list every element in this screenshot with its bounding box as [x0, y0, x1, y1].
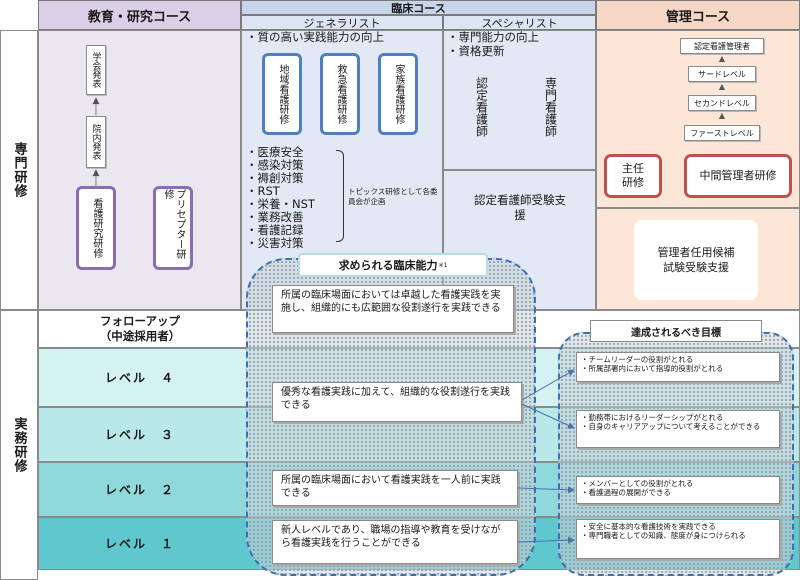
research-training-box: 看護研究研修 [76, 186, 116, 270]
certified-exam-support: 認定看護師受験支援 [474, 193, 566, 222]
certified-nurse-label: 認定看護師 [474, 77, 489, 137]
goal-level-4: ・チームリーダーの役割がとれる ・所属部署内において指導的役割がとれる [576, 352, 780, 382]
goals-title-box: 達成されるべき目標 [590, 320, 762, 342]
ladder-second-level: セカンドレベル [688, 95, 756, 111]
middle-manager-training-box: 中間管理者研修 [684, 154, 792, 198]
family-nursing-training-box: 家族看護研修 [378, 53, 418, 135]
goal-level-1: ・安全に基本的な看護技術を実践できる ・専門職者としての知識、態度が身につけられ… [576, 519, 780, 559]
chief-training-box: 主任研修 [604, 154, 662, 198]
topic-item: ・褥創対策 [246, 171, 304, 185]
followup-label: フォローアップ （中途採用者） [99, 314, 181, 343]
topic-item: ・業務改善 [246, 210, 304, 224]
topic-item: ・栄養・NST [246, 197, 315, 211]
topic-item: ・医療安全 [246, 145, 304, 159]
generalist-goal: ・質の高い実践能力の向上 [246, 30, 384, 44]
header-specialist: スペシャリスト [443, 15, 596, 30]
competence-title-box: 求められる臨床能力※1 [298, 253, 488, 277]
preceptor-training-box: プリセプター研修 [153, 186, 193, 270]
header-generalist: ジェネラリスト [241, 15, 443, 30]
emergency-nursing-training-box: 救急看護研修 [320, 53, 360, 135]
specialist-area [443, 30, 596, 170]
arrow-l1-to-goal1 [517, 536, 575, 544]
ladder-first-level: ファーストレベル [684, 125, 760, 141]
specialist-goal-2: ・資格更新 [447, 44, 505, 58]
topic-item: ・看護記録 [246, 223, 304, 237]
arrow-l3-to-goal3 [521, 403, 575, 429]
competence-level-2: 所属の臨床場面において看護実践を一人前に実践できる [272, 470, 518, 506]
topic-item: ・RST [246, 184, 280, 198]
arrow-up-icon: ▲ [718, 54, 726, 63]
competence-note: ※1 [438, 261, 448, 269]
side-label-specialist-training: 専門研修 [0, 30, 38, 310]
goal-level-2: ・メンバーとしての役割がとれる ・看護過程の展開ができる [576, 476, 780, 504]
topic-item: ・災害対策 [246, 236, 304, 250]
arrow-up-icon: ▲│ [92, 168, 100, 188]
community-nursing-training-box: 地域看護研修 [262, 53, 302, 135]
competence-level-3: 優秀な看護実践に加えて、組織的な役割遂行を実践できる [272, 382, 522, 422]
ladder-certified-manager: 認定看護管理者 [680, 38, 764, 54]
arrow-up-icon: ▲ [718, 82, 726, 91]
competence-level-1: 新人レベルであり、職場の指導や教育を受けながら看護実践を行うことができる [272, 520, 518, 564]
topics-note: トピックス研修として各委員会が企画 [348, 187, 438, 206]
topics-brace [336, 150, 344, 242]
competence-level-4: 所属の臨床場面においては卓越した看護実践を実施し、組織的にも広範囲な役割遂行を実… [272, 285, 514, 333]
arrow-l3-to-goal4 [521, 369, 575, 401]
arrow-l2-to-goal2 [517, 486, 575, 494]
header-clinical: 臨床コース [241, 0, 596, 15]
topic-item: ・感染対策 [246, 158, 304, 172]
manager-candidate-support-box: 管理者任用候補試験受験支援 [634, 220, 758, 300]
flow-conference-presentation: 学会発表 [86, 45, 106, 95]
header-education: 教育・研究コース [38, 0, 241, 30]
flow-internal-presentation: 院内発表 [86, 116, 106, 168]
level-4-label: レベル ４ [104, 371, 175, 385]
level-1-label: レベル １ [104, 537, 175, 551]
level-3-label: レベル ３ [104, 428, 175, 442]
header-management: 管理コース [596, 0, 800, 30]
specialist-goal-1: ・専門能力の向上 [447, 30, 539, 44]
arrow-up-icon: ▲│ [92, 96, 100, 116]
goal-level-3: ・勤務帯におけるリーダーシップがとれる ・自身のキャリアアップについて考えること… [576, 410, 780, 448]
level-2-label: レベル ２ [104, 483, 175, 497]
topic-list: ・医療安全 ・感染対策 ・褥創対策 ・RST ・栄養・NST ・業務改善 ・看護… [246, 146, 346, 250]
ladder-third-level: サードレベル [688, 66, 756, 82]
arrow-up-icon: ▲ [718, 111, 726, 120]
education-area [38, 30, 241, 310]
competence-title: 求められる臨床能力 [338, 259, 438, 272]
specialist-nurse-label: 専門看護師 [543, 77, 558, 137]
